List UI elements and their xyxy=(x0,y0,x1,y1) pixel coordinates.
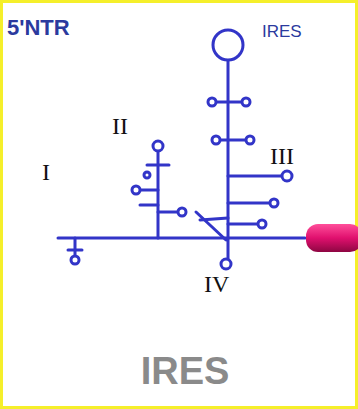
coding-region xyxy=(306,224,358,252)
domain-number: II xyxy=(112,114,128,138)
domain-number: III xyxy=(270,144,294,168)
domain-number: IV xyxy=(204,272,229,296)
figure-caption: IRES xyxy=(141,352,230,390)
region-title: 5'NTR xyxy=(7,17,70,39)
domain-number: I xyxy=(42,160,50,184)
structure-label: IRES xyxy=(262,23,302,40)
